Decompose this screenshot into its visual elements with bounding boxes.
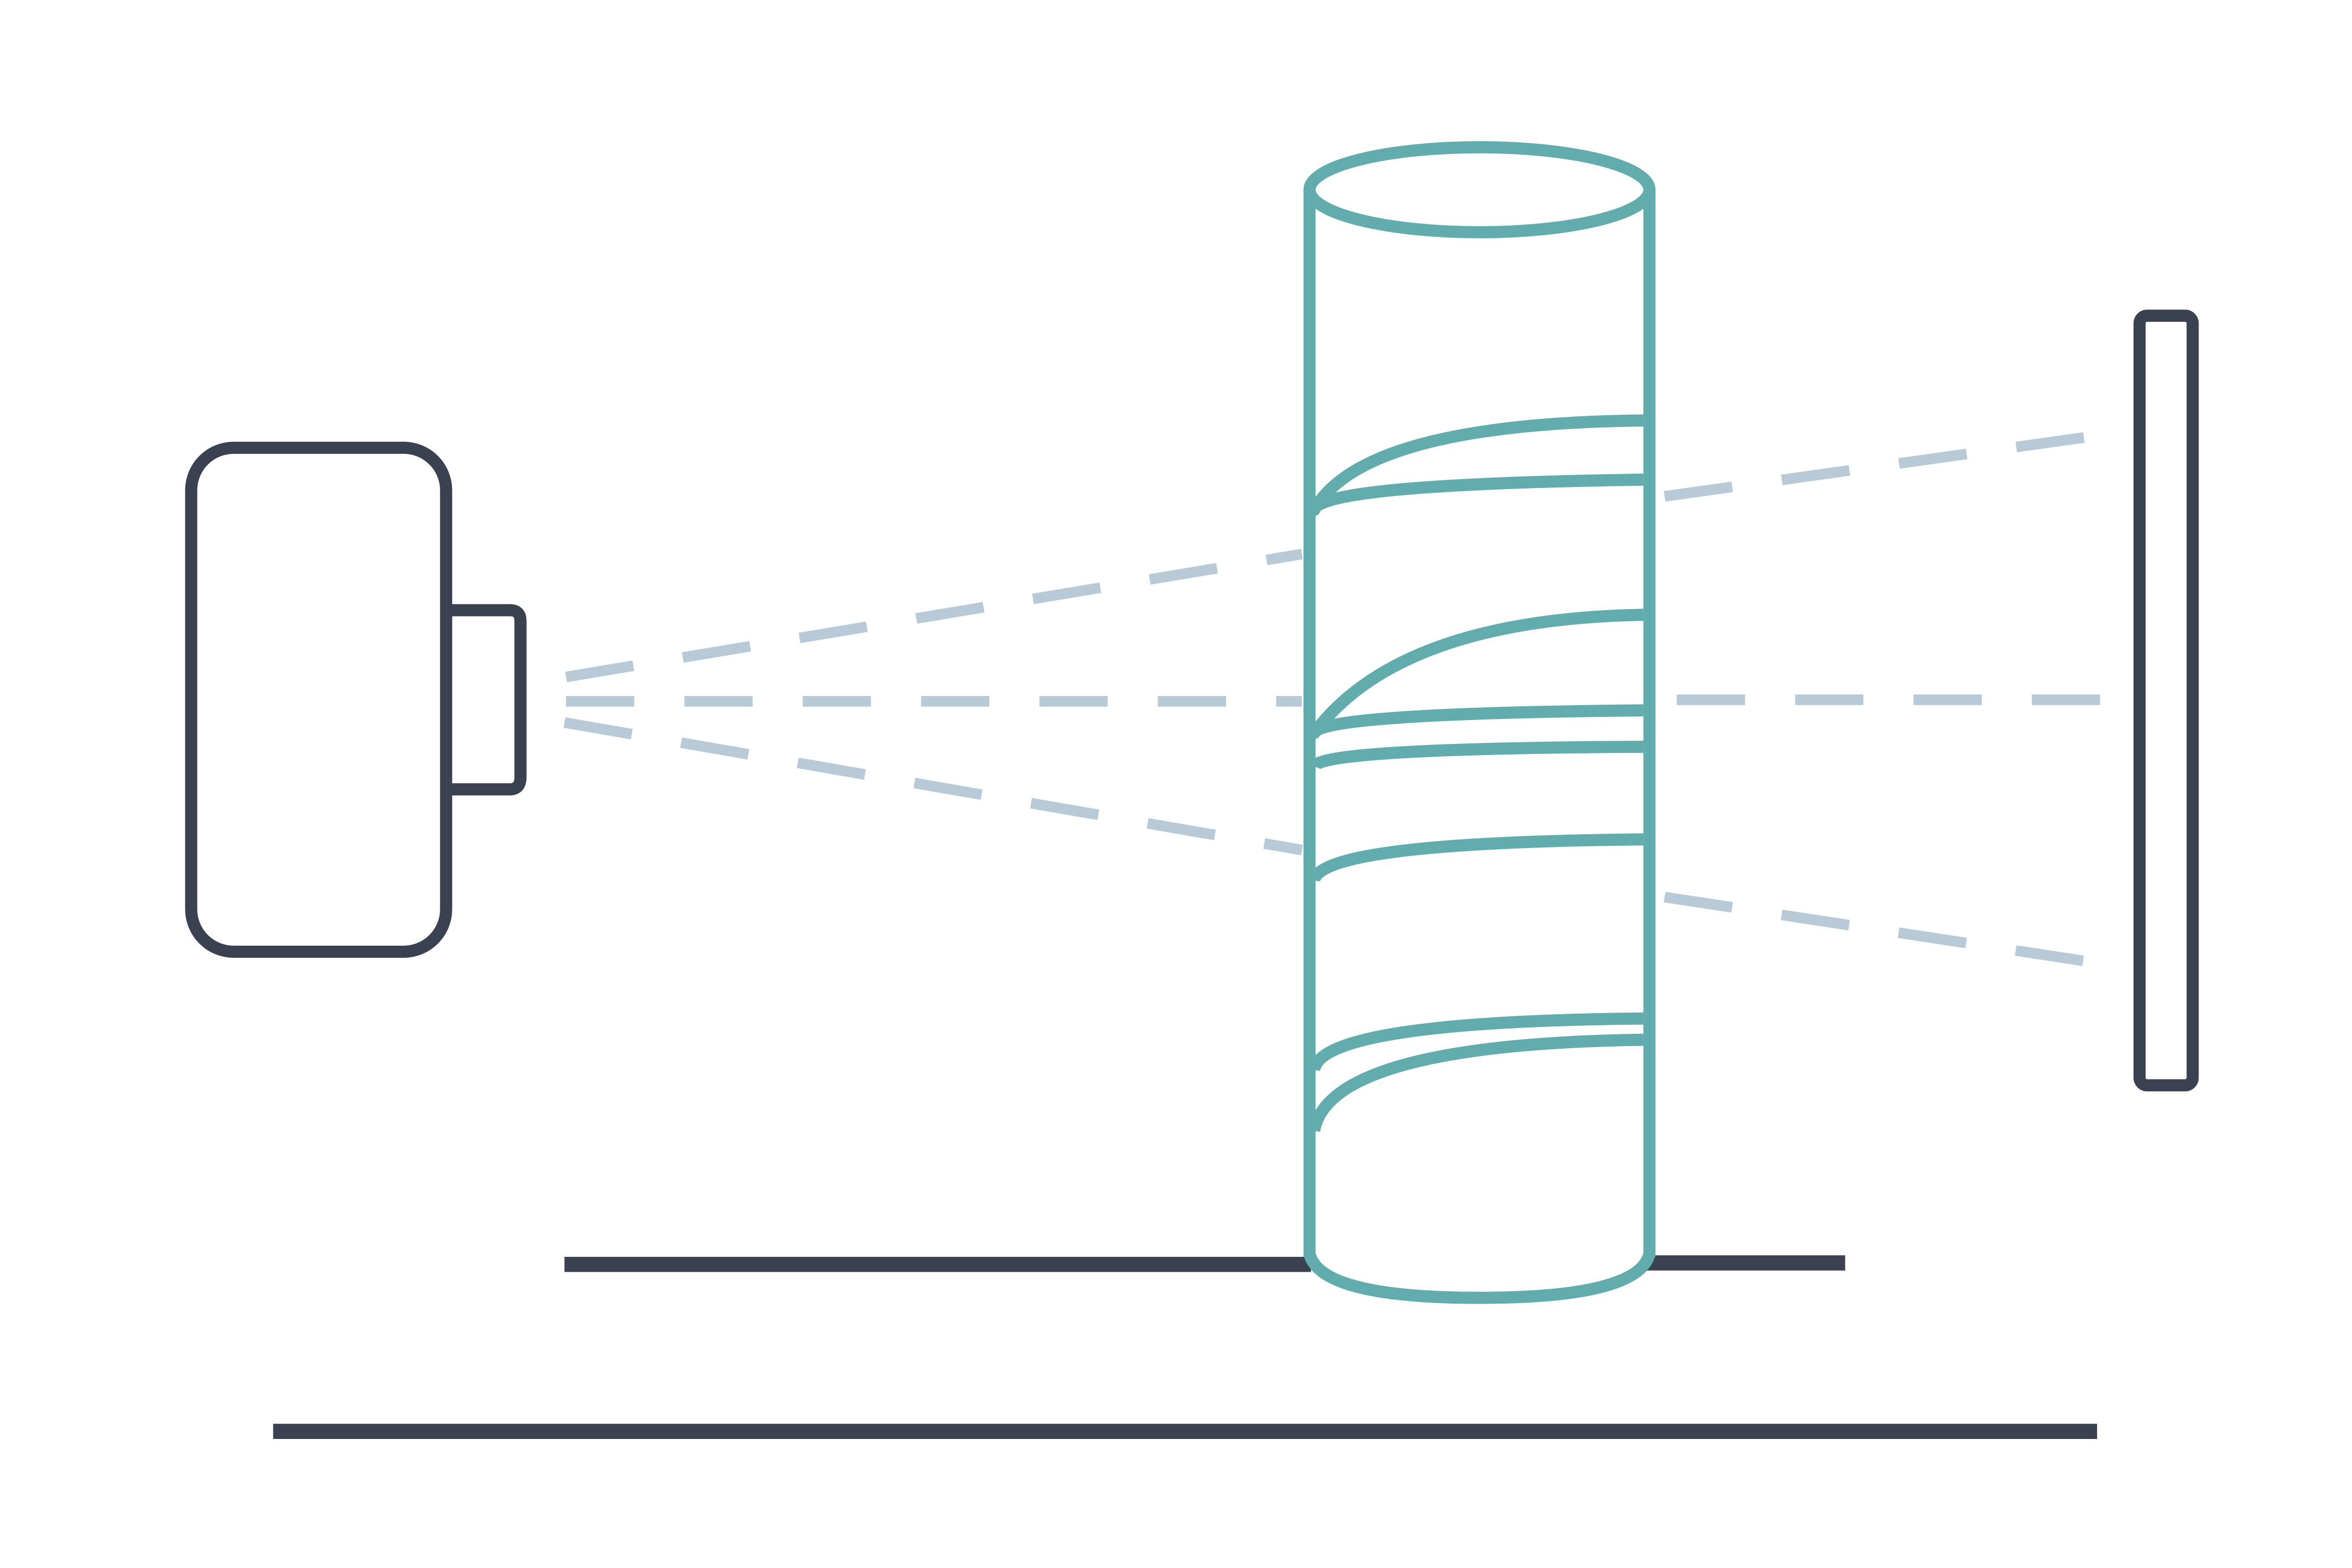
source-nozzle: [452, 604, 527, 795]
specimen-coils: [1308, 414, 1644, 1133]
coil-3: [1308, 741, 1644, 770]
source-housing: [185, 441, 452, 958]
x-ray-source-icon: [185, 441, 527, 958]
cylinder-top: [1303, 141, 1656, 238]
beam-ray-lower-left: [563, 717, 1303, 855]
beam-ray-upper-right: [1664, 432, 2088, 502]
coil-2: [1308, 609, 1644, 740]
detector-panel-icon: [2133, 310, 2199, 1092]
beam-ray-upper-left: [565, 549, 1303, 682]
coil-5: [1308, 1012, 1644, 1133]
x-ray-beam: [563, 432, 2102, 966]
coil-1: [1308, 414, 1644, 516]
beam-ray-lower-right: [1664, 892, 2084, 966]
coil-4: [1308, 833, 1644, 882]
cylinder-icon: [1303, 141, 1656, 1304]
cylinder-bottom: [1303, 1252, 1656, 1304]
